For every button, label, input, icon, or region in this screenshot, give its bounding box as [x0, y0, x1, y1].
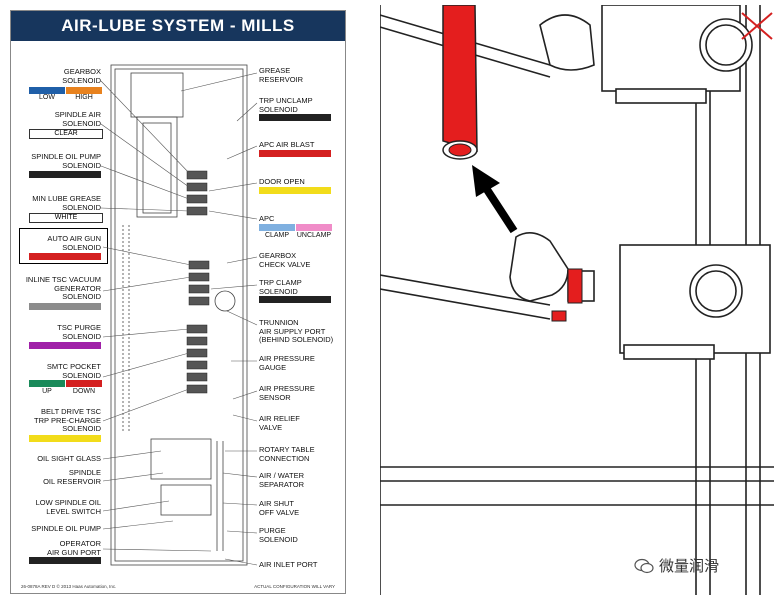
- air-lube-panel-drawing: [100, 64, 258, 566]
- label-spindle-oil-pump: SPINDLE OIL PUMP: [31, 524, 101, 533]
- color-bar-yellow-door: [259, 187, 331, 194]
- label-door-open: DOOR OPEN: [259, 177, 305, 186]
- color-bar-grey: [29, 303, 101, 310]
- auto-air-gun-highlight-box: [19, 228, 108, 264]
- label-apc: APC: [259, 214, 275, 223]
- color-box-white: WHITE: [29, 213, 103, 223]
- color-bar-orange-high: [66, 87, 102, 94]
- sublabel-unclamp: UNCLAMP: [296, 232, 332, 239]
- air-gun-solenoid-closeup: [380, 5, 774, 595]
- color-bar-purple: [29, 342, 101, 349]
- label-oil-sight-glass: OIL SIGHT GLASS: [37, 454, 101, 463]
- label-apc-air-blast: APC AIR BLAST: [259, 140, 315, 149]
- red-fitting-ring: [551, 268, 583, 322]
- footer-copyright: 26-0878A REV D © 2013 Haas Automation, I…: [21, 584, 117, 589]
- sublabel-up: UP: [42, 388, 52, 395]
- sublabel-low: LOW: [39, 94, 55, 101]
- upper-solenoid: [539, 5, 753, 104]
- chart-title: AIR-LUBE SYSTEM - MILLS: [11, 11, 345, 41]
- red-air-tube: [442, 5, 478, 160]
- solenoid-stack: [186, 170, 210, 394]
- color-bar-red-apc-blast: [259, 150, 331, 157]
- color-bar-red-down: [66, 380, 102, 387]
- color-box-clear: CLEAR: [29, 129, 103, 139]
- color-bar-light-blue-clamp: [259, 224, 295, 231]
- sublabel-clamp: CLAMP: [264, 232, 290, 239]
- color-bar-yellow-belt: [29, 435, 101, 442]
- close-icon: [741, 12, 773, 40]
- color-bar-blue-low: [29, 87, 65, 94]
- leader-lines: [100, 72, 258, 566]
- footer-configuration-note: ACTUAL CONFIGURATION WILL VARY: [254, 584, 335, 589]
- watermark-text: 微量润滑: [659, 558, 720, 575]
- color-bar-black-trp-clamp: [259, 296, 331, 303]
- air-gun-solenoid: [509, 232, 771, 360]
- color-bar-red-air-gun: [29, 253, 101, 260]
- color-bar-black-trp-unclamp: [259, 114, 331, 121]
- sublabel-down: DOWN: [72, 388, 96, 395]
- flow-arrow-icon: [472, 165, 518, 234]
- color-bar-black-air-gun-port: [29, 557, 101, 564]
- label-air-inlet-port: AIR INLET PORT: [259, 560, 318, 569]
- color-bar-pink-unclamp: [296, 224, 332, 231]
- color-bar-black: [29, 171, 101, 178]
- watermark: 微量润滑: [634, 555, 719, 576]
- sublabel-high: HIGH: [75, 94, 93, 101]
- wechat-icon: [634, 558, 654, 573]
- color-bar-green-up: [29, 380, 65, 387]
